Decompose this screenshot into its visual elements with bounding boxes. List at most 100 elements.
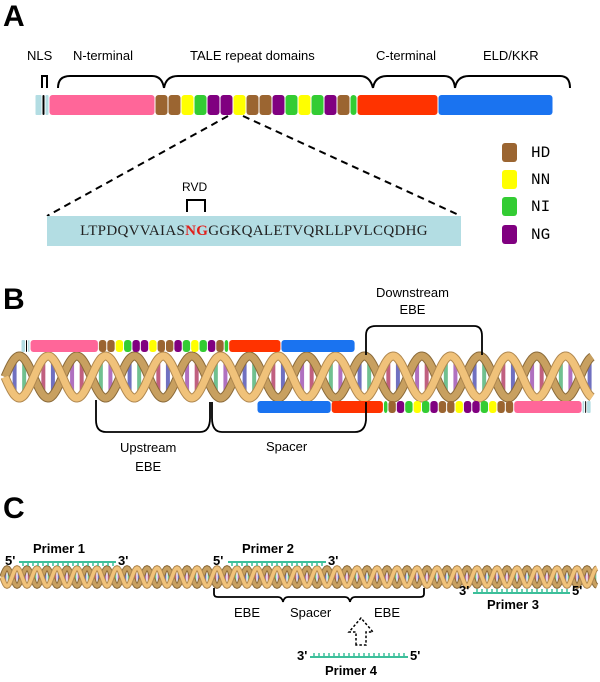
repeat-hd: [337, 95, 350, 115]
spacer-bracket-c: [288, 596, 351, 603]
repeat-hd: [155, 95, 168, 115]
repeat-nn: [115, 340, 124, 352]
repeat-ng: [396, 401, 405, 413]
primer-3-label: Primer 3: [487, 597, 540, 612]
repeat-hd: [259, 95, 272, 115]
repeat-ni: [311, 95, 324, 115]
region-spacer: Spacer: [290, 605, 332, 620]
primer-4-5prime: 5': [410, 648, 421, 663]
repeat-nn: [181, 95, 194, 115]
repeat-ni: [480, 401, 489, 413]
legend-swatch-ni: [502, 197, 517, 216]
eld-kkr-segment: [438, 95, 553, 115]
n-terminal-bracket: [57, 75, 165, 89]
legend-label-hd: HD: [531, 144, 551, 162]
repeat-hd: [157, 340, 165, 352]
downstream-ebe-bracket: [365, 325, 483, 355]
repeat-hd: [246, 95, 259, 115]
repeat-ng: [174, 340, 182, 352]
panel-a-diagram: [35, 75, 571, 217]
primer-2-5prime: 5': [213, 553, 224, 568]
upstream-ebe-line1: Upstream: [120, 440, 177, 455]
legend-swatch-nn: [502, 170, 517, 189]
primer-2-3prime: 3': [328, 553, 339, 568]
nls-segment: [27, 340, 30, 352]
repeat-ni: [182, 340, 191, 352]
repeat-nn: [191, 340, 199, 352]
repeat-hd: [107, 340, 115, 352]
panel-c-letter: C: [3, 492, 25, 525]
repeat-hd: [505, 401, 514, 413]
repeat-ni: [421, 401, 430, 413]
region-ebe-right: EBE: [374, 605, 401, 620]
c-terminal-bracket: [372, 75, 456, 89]
repeat-hd: [168, 95, 181, 115]
primer-1-5prime: 5': [5, 553, 16, 568]
nls-segment: [21, 340, 26, 352]
repeat-hd: [165, 340, 174, 352]
repeat-hd: [438, 401, 447, 413]
upstream-ebe-label: Upstream EBE: [120, 438, 176, 476]
eld-kkr-label: ELD/KKR: [483, 48, 539, 63]
nls-black-segment: [42, 95, 45, 115]
primer-4-3prime: 3': [297, 648, 308, 663]
repeat-hd: [388, 401, 396, 413]
repeat-ng: [132, 340, 140, 352]
panel-a-letter: A: [3, 0, 25, 33]
legend-swatch-ng: [502, 225, 517, 244]
downstream-ebe-line2: EBE: [399, 302, 426, 317]
panel-b-letter: B: [3, 283, 25, 316]
legend-label-ni: NI: [531, 198, 551, 216]
primer-1-3prime: 3': [118, 553, 129, 568]
repeat-hd: [98, 340, 107, 352]
nls-black-segment: [26, 340, 28, 352]
upstream-ebe-bracket: [95, 400, 211, 433]
spacer-label: Spacer: [266, 439, 308, 454]
nls-label: NLS: [27, 48, 53, 63]
repeat-ni-half: [224, 340, 229, 352]
dna-strand-front: [0, 566, 598, 588]
repeat-ng: [472, 401, 480, 413]
sequence-rvd: NG: [185, 223, 209, 239]
downstream-ebe-label: Downstream EBE: [376, 284, 449, 318]
upstream-ebe-line2: EBE: [135, 459, 162, 474]
eld-kkr-segment: [257, 401, 331, 413]
n-terminal-segment: [49, 95, 155, 115]
legend-label-ng: NG: [531, 226, 551, 244]
rvd-bracket: [186, 199, 206, 212]
repeat-ng: [140, 340, 149, 352]
nls-bracket: [41, 75, 48, 88]
n-terminal-segment: [514, 401, 582, 413]
sequence-prefix: LTPDQVVAIAS: [80, 223, 186, 239]
n-terminal-label: N-terminal: [73, 48, 133, 63]
repeat-sequence-box: LTPDQVVAIASNGGGKQALETVQRLLPVLCQDHG: [47, 216, 461, 246]
ebe-right-bracket: [349, 588, 425, 603]
repeat-ng: [463, 401, 472, 413]
repeat-ng: [272, 95, 285, 115]
nls-segment: [587, 401, 591, 413]
repeat-nn: [233, 95, 246, 115]
repeat-ni: [194, 95, 207, 115]
tale-repeats-label: TALE repeat domains: [190, 48, 315, 63]
tale-repeats-bracket: [163, 75, 374, 89]
downstream-ebe-line1: Downstream: [376, 285, 449, 300]
repeat-ni: [285, 95, 298, 115]
repeat-ng: [207, 95, 220, 115]
n-terminal-segment: [30, 340, 98, 352]
primer-2-label: Primer 2: [242, 541, 295, 556]
repeat-hd: [216, 340, 224, 352]
ebe-left-bracket: [213, 588, 289, 603]
primer-1-label: Primer 1: [33, 541, 86, 556]
nls-segment: [45, 95, 49, 115]
spacer-bracket: [211, 402, 367, 433]
legend-swatch-hd: [502, 143, 517, 162]
repeat-ng: [324, 95, 337, 115]
primer-3-5prime: 5': [572, 583, 583, 598]
up-arrow-icon: [347, 616, 375, 646]
zoom-line-right: [242, 115, 462, 217]
primer-4-label: Primer 4: [325, 663, 378, 678]
nls-segment: [582, 401, 585, 413]
repeat-nn: [413, 401, 421, 413]
